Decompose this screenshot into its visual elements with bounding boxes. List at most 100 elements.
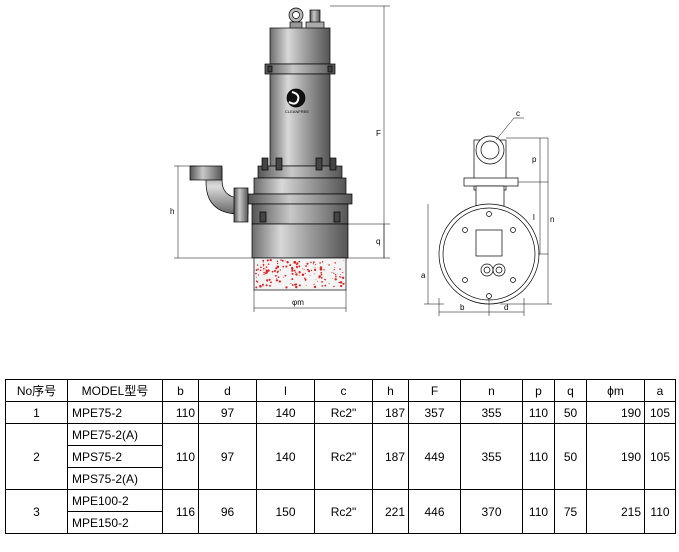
speckle <box>281 259 284 262</box>
speckle <box>312 263 314 265</box>
header-phi-m: ϕm <box>586 379 645 402</box>
cell-h: 187 <box>372 401 409 424</box>
speckle <box>275 267 277 270</box>
speckle <box>266 259 269 262</box>
speckle <box>291 278 294 281</box>
cell-a: 105 <box>644 423 676 490</box>
cell-b: 110 <box>162 401 199 424</box>
speckle <box>269 284 271 287</box>
front-view: CLEANFREE <box>189 7 353 291</box>
table-row: MPE150-2 <box>6 511 676 534</box>
speckle <box>321 281 323 283</box>
speckle <box>320 273 323 276</box>
header-q: q <box>554 379 587 402</box>
cell-no: 3 <box>5 489 68 534</box>
cell-b: 110 <box>162 423 199 490</box>
speckle <box>295 271 297 273</box>
speckle <box>309 270 311 272</box>
cell-p: 110 <box>522 401 555 424</box>
speckle <box>291 269 294 272</box>
cell-q: 50 <box>554 423 587 490</box>
cell-n: 355 <box>460 423 523 490</box>
speckle <box>257 274 260 276</box>
speckle <box>264 272 267 275</box>
header-no: No序号 <box>5 379 68 402</box>
speckle <box>301 273 305 277</box>
speckle <box>274 274 277 277</box>
speckle <box>262 261 264 263</box>
speckle <box>342 282 345 285</box>
side-view-dimensions <box>424 117 552 316</box>
speckle <box>301 268 303 270</box>
speckle <box>304 273 306 275</box>
header-d: d <box>198 379 257 402</box>
speckle <box>262 259 265 262</box>
speckle <box>259 269 262 272</box>
table-row: 3 MPE100-2 116 96 150 Rc2" 221 446 370 1… <box>5 489 676 534</box>
speckle <box>320 277 323 279</box>
speckle <box>314 268 317 272</box>
cell-l: 140 <box>256 401 315 424</box>
speckle <box>319 266 323 269</box>
speckle <box>276 278 278 280</box>
cell-F: 357 <box>408 401 461 424</box>
cell-c: Rc2" <box>314 489 373 534</box>
speckle <box>255 276 257 278</box>
cell-a: 110 <box>644 489 676 534</box>
speckle <box>321 261 324 263</box>
speckle <box>256 281 259 283</box>
speckle <box>276 262 279 265</box>
cell-phi-m: 190 <box>586 423 645 490</box>
speckle <box>255 272 257 275</box>
speckle <box>305 285 307 287</box>
speckle <box>335 276 337 278</box>
speckle <box>298 284 301 287</box>
cell-phi-m: 190 <box>586 401 645 424</box>
header-l: l <box>256 379 315 402</box>
speckle <box>271 270 274 273</box>
cell-model: MPS75-2 <box>67 445 163 468</box>
speckle <box>309 274 311 276</box>
speckle <box>333 268 335 271</box>
cell-F: 449 <box>408 423 461 490</box>
cell-model: MPE100-2 <box>67 489 163 512</box>
speckle <box>319 268 321 270</box>
speckle <box>338 276 341 278</box>
cell-no: 1 <box>5 401 68 424</box>
speckle <box>259 285 262 288</box>
speckle <box>319 268 323 271</box>
speckle <box>280 259 282 261</box>
speckle <box>317 280 319 282</box>
speckle <box>298 275 300 277</box>
speckle <box>342 271 344 274</box>
dim-label-l: l <box>533 213 535 222</box>
cell-F: 446 <box>408 489 461 534</box>
cell-d: 97 <box>198 401 257 424</box>
speckle <box>265 284 268 287</box>
cell-l: 150 <box>256 489 315 534</box>
cell-a: 105 <box>644 401 676 424</box>
cell-h: 221 <box>372 489 409 534</box>
speckle <box>263 273 265 275</box>
speckle <box>268 263 270 265</box>
side-view <box>438 135 540 305</box>
speckle <box>339 281 343 284</box>
speckle <box>263 269 265 271</box>
speckle <box>339 276 342 278</box>
header-p: p <box>522 379 555 402</box>
cell-c: Rc2" <box>314 423 373 490</box>
speckle <box>265 266 268 268</box>
speckle <box>334 278 337 281</box>
dim-label-F: F <box>376 129 381 138</box>
cell-c: Rc2" <box>314 401 373 424</box>
speckle <box>269 258 272 262</box>
speckle <box>310 269 313 272</box>
speckle <box>339 268 341 270</box>
header-h: h <box>372 379 409 402</box>
speckle <box>291 267 294 270</box>
speckle <box>298 261 300 263</box>
cell-p: 110 <box>522 423 555 490</box>
strainer-base <box>253 257 347 291</box>
speckle <box>313 273 315 275</box>
dim-label-c: c <box>516 109 520 118</box>
